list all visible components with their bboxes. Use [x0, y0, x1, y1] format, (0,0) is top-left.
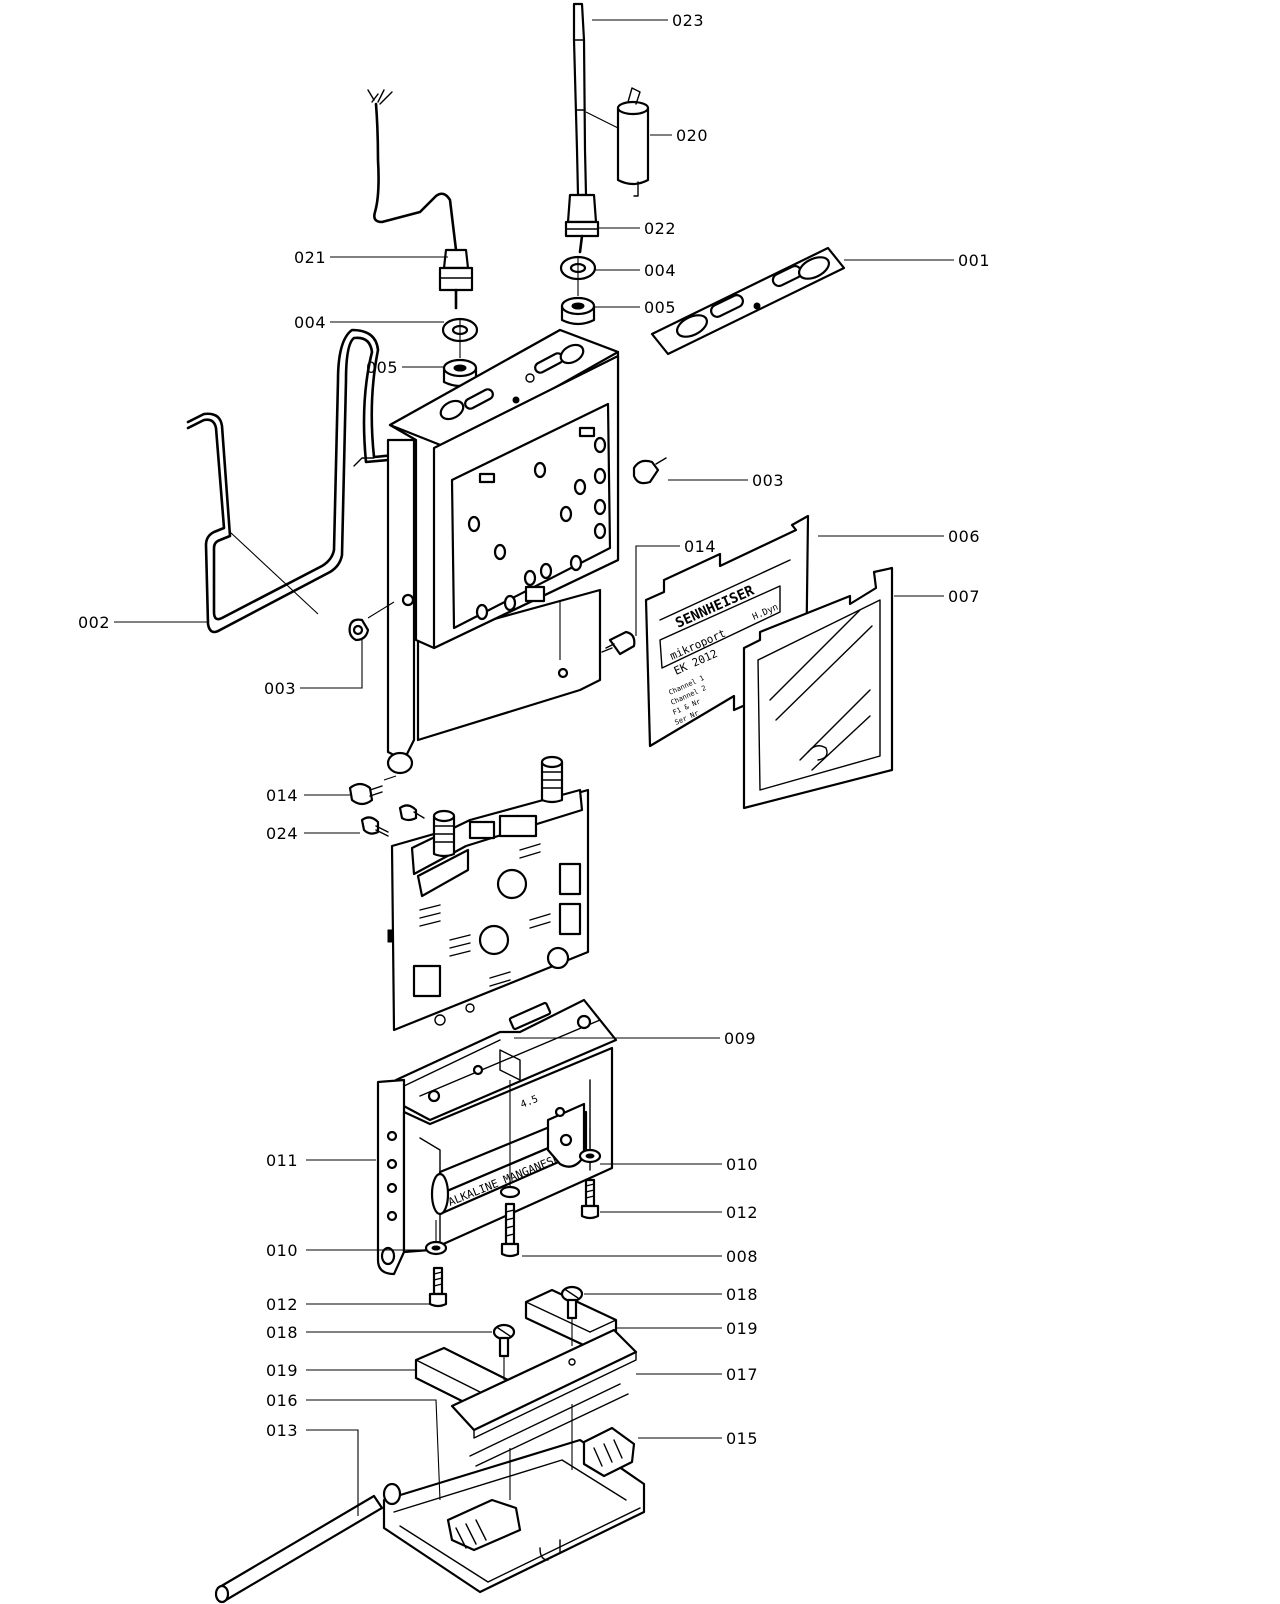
label-014-left: 014	[266, 786, 298, 805]
label-023: 023	[672, 11, 704, 30]
screw-014-left	[348, 782, 383, 806]
label-013: 013	[266, 1421, 298, 1440]
rod-013	[214, 1494, 384, 1604]
washer-010-left	[424, 1240, 448, 1256]
label-004-left: 004	[294, 313, 326, 332]
plate-017	[450, 1328, 638, 1439]
screw-018-left	[492, 1323, 516, 1358]
circuit-board-assembly	[387, 755, 590, 1032]
label-012-left: 012	[266, 1295, 298, 1314]
label-001: 001	[958, 251, 990, 270]
screw-012-left	[428, 1266, 448, 1308]
label-024: 024	[266, 824, 298, 843]
label-008: 008	[726, 1247, 758, 1266]
label-012-right: 012	[726, 1203, 758, 1222]
screw-014-right	[601, 630, 636, 656]
battery-frame-011: ALKALINE MANGANESE 4.5	[376, 998, 618, 1276]
label-015: 015	[726, 1429, 758, 1448]
nut-005-right	[560, 296, 596, 326]
screw-024-b	[398, 804, 425, 822]
label-007: 007	[948, 587, 980, 606]
screw-018-right	[560, 1285, 584, 1320]
screw-003-right	[632, 457, 667, 485]
label-010-left: 010	[266, 1241, 298, 1260]
main-housing	[386, 328, 620, 775]
label-018-left: 018	[266, 1323, 298, 1342]
label-004-right: 004	[644, 261, 676, 280]
label-019-right: 019	[726, 1319, 758, 1338]
spring-016	[469, 1383, 629, 1467]
washer-010-right	[578, 1148, 602, 1164]
label-005-left: 005	[366, 358, 398, 377]
cable-connector-021	[367, 89, 474, 310]
label-022: 022	[644, 219, 676, 238]
label-005-right: 005	[644, 298, 676, 317]
label-011: 011	[266, 1151, 298, 1170]
label-003-left: 003	[264, 679, 296, 698]
label-006: 006	[948, 527, 980, 546]
label-014-right: 014	[684, 537, 716, 556]
part-labels: 023 020 022 001 021 004 005 004 005 003 …	[78, 11, 990, 1448]
label-009: 009	[724, 1029, 756, 1048]
antenna-connector-022	[564, 193, 600, 254]
label-019-left: 019	[266, 1361, 298, 1380]
label-018-right: 018	[726, 1285, 758, 1304]
label-002: 002	[78, 613, 110, 632]
leader-lines	[114, 19, 954, 1516]
antenna-023	[572, 2, 588, 197]
screw-008	[499, 1185, 521, 1258]
label-017: 017	[726, 1365, 758, 1384]
panel-holes	[467, 426, 607, 621]
belt-clip-002	[186, 328, 398, 634]
filter-020	[585, 87, 650, 197]
label-003-right: 003	[752, 471, 784, 490]
label-020: 020	[676, 126, 708, 145]
bottom-housing	[382, 1426, 646, 1594]
window-007	[742, 566, 894, 810]
faceplate-001	[650, 246, 846, 356]
screw-024-a	[360, 816, 389, 837]
label-010-right: 010	[726, 1155, 758, 1174]
screw-012-right	[580, 1178, 600, 1220]
label-021: 021	[294, 248, 326, 267]
label-016: 016	[266, 1391, 298, 1410]
assembly-axes	[229, 258, 591, 1500]
screw-003-left	[348, 618, 370, 642]
